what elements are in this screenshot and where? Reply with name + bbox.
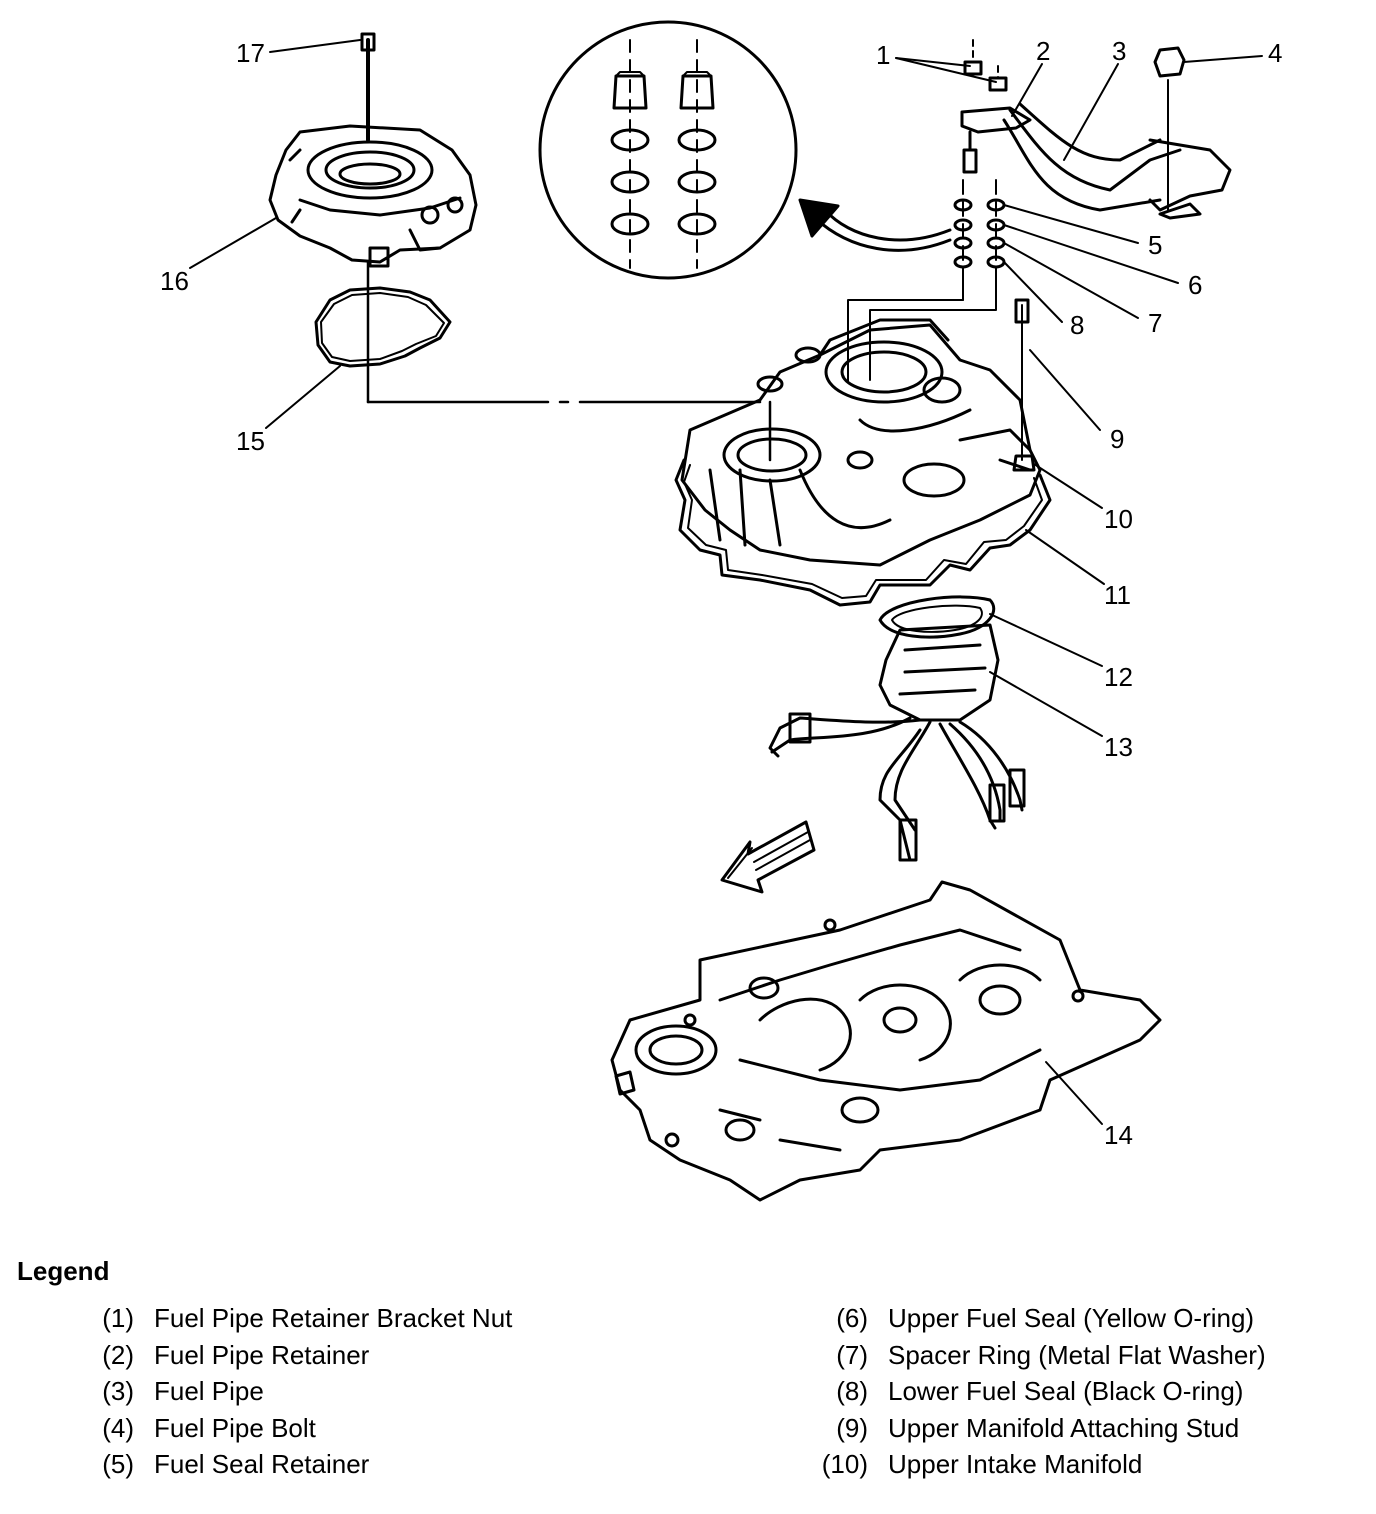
legend-item-number: (8) (836, 1376, 868, 1406)
callout-3: 3 (1112, 36, 1126, 66)
exploded-view-diagram: 17 16 15 1 2 3 4 5 6 7 8 9 10 11 12 13 1… (160, 20, 1282, 1202)
legend-item-label: Fuel Seal Retainer (154, 1449, 370, 1479)
legend-title: Legend (17, 1256, 110, 1286)
injector-gasket (878, 595, 996, 639)
legend-item-number: (10) (821, 1449, 868, 1479)
callout-8: 8 (1070, 310, 1084, 340)
callout-labels: 17 16 15 1 2 3 4 5 6 7 8 9 10 11 12 13 1… (160, 36, 1282, 1150)
lower-intake-manifold (610, 880, 1162, 1202)
legend-left-column: (1) Fuel Pipe Retainer Bracket Nut (2) F… (78, 1303, 512, 1486)
legend-item-number: (5) (102, 1449, 134, 1479)
callout-2: 2 (1036, 36, 1050, 66)
callout-12: 12 (1104, 662, 1133, 692)
legend-item-label: Fuel Pipe Retainer Bracket Nut (154, 1303, 513, 1333)
legend-item-label: Spacer Ring (Metal Flat Washer) (888, 1339, 1266, 1370)
legend-item-number: (6) (836, 1303, 868, 1333)
callout-15: 15 (236, 426, 265, 456)
legend-item-number: (9) (836, 1412, 868, 1443)
callout-1: 1 (876, 40, 890, 70)
legend-item: (1) Fuel Pipe Retainer Bracket Nut (78, 1303, 512, 1340)
callout-11: 11 (1104, 580, 1131, 610)
legend-item-label: Fuel Pipe Bolt (154, 1412, 316, 1443)
inset-detail-circle (538, 20, 798, 280)
legend-item: (7) Spacer Ring (Metal Flat Washer) (812, 1339, 1266, 1377)
legend-item-number: (1) (102, 1303, 134, 1333)
legend-item-number: (7) (836, 1339, 868, 1370)
callout-7: 7 (1148, 308, 1162, 338)
callout-13: 13 (1104, 732, 1133, 762)
fuel-injector-assembly (768, 623, 1026, 862)
legend-item-label: Upper Manifold Attaching Stud (888, 1412, 1240, 1443)
legend-item-label: Upper Fuel Seal (Yellow O-ring) (888, 1303, 1255, 1333)
legend-right-column: (6) Upper Fuel Seal (Yellow O-ring) (7) … (812, 1303, 1266, 1486)
legend-item: (10) Upper Intake Manifold (812, 1449, 1266, 1486)
legend-item-number: (4) (102, 1412, 134, 1443)
legend-item-number: (3) (102, 1376, 134, 1406)
callout-17: 17 (236, 38, 265, 68)
inset-pointer-arrow (798, 198, 952, 252)
leader-lines (189, 39, 1263, 1125)
legend-item: (3) Fuel Pipe (78, 1376, 512, 1413)
legend-item-label: Fuel Pipe (154, 1376, 264, 1406)
legend-item-label: Fuel Pipe Retainer (154, 1339, 370, 1370)
callout-14: 14 (1104, 1120, 1133, 1150)
legend-item: (5) Fuel Seal Retainer (78, 1449, 512, 1486)
alignment-line (366, 260, 772, 462)
front-direction-arrow (720, 820, 816, 894)
legend-item: (9) Upper Manifold Attaching Stud (812, 1413, 1266, 1450)
callout-9: 9 (1110, 424, 1124, 454)
fuel-pipe-assembly (847, 39, 1232, 383)
callout-4: 4 (1268, 38, 1282, 68)
legend-item: (8) Lower Fuel Seal (Black O-ring) (812, 1376, 1266, 1413)
legend-item: (2) Fuel Pipe Retainer (78, 1340, 512, 1377)
upper-intake-manifold (680, 298, 1042, 567)
legend-item: (4) Fuel Pipe Bolt (78, 1413, 512, 1450)
callout-5: 5 (1148, 230, 1162, 260)
throttle-body (268, 32, 478, 268)
callout-16: 16 (160, 266, 189, 296)
callout-6: 6 (1188, 270, 1202, 300)
legend-item-number: (2) (102, 1339, 134, 1370)
legend-item: (6) Upper Fuel Seal (Yellow O-ring) (812, 1303, 1266, 1340)
throttle-body-gasket (314, 286, 452, 368)
legend-item-label: Lower Fuel Seal (Black O-ring) (888, 1376, 1244, 1406)
callout-10: 10 (1104, 504, 1133, 534)
legend-item-label: Upper Intake Manifold (888, 1449, 1143, 1479)
upper-manifold-gasket (674, 458, 1052, 607)
